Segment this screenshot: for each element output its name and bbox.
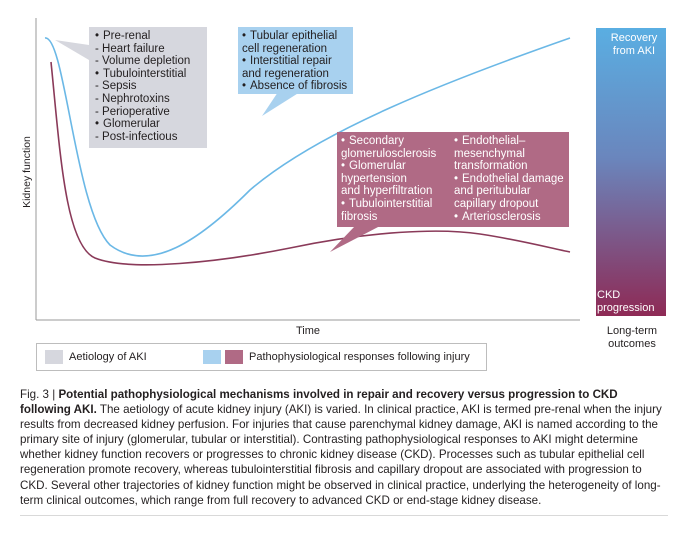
x-axis-label: Time [296, 325, 321, 337]
legend-label-responses: Pathophysiological responses following i… [249, 351, 470, 363]
bottom-rule [20, 515, 668, 516]
ckd-outcome-line: CKD [597, 289, 621, 301]
progression-line: •Glomerular [341, 160, 406, 173]
recovery-outcome-line: from AKI [612, 44, 656, 57]
aetiology-box-pointer [55, 40, 89, 60]
aetiology-subitem: - Heart failure [95, 42, 165, 55]
aetiology-list: •Pre-renal - Heart failure - Volume depl… [95, 30, 190, 143]
progression-curve [50, 61, 571, 266]
recovery-outcome-line: Recovery [610, 32, 658, 44]
aetiology-box [89, 27, 207, 148]
y-axis-label: Kidney function [21, 136, 33, 208]
progression-line: fibrosis [341, 210, 378, 223]
recovery-line: •Absence of fibrosis [242, 80, 348, 93]
aetiology-subitem: - Perioperative [95, 105, 170, 118]
progression-box [337, 132, 569, 227]
figure-title: Potential pathophysiological mechanisms … [20, 388, 618, 417]
legend-swatch-progression [225, 350, 243, 364]
recovery-outcome-label: Recovery from AKI [606, 32, 662, 57]
progression-line: mesenchymal [454, 147, 525, 160]
outcomes-line: Long-term [606, 325, 658, 337]
legend: Aetiology of AKI Pathophysiological resp… [36, 343, 487, 371]
figure-caption-body: The aetiology of acute kidney injury (AK… [20, 403, 662, 507]
progression-line: •Secondary [341, 135, 404, 147]
progression-line: hypertension [341, 172, 407, 185]
progression-line: and peritubular [454, 185, 531, 198]
outcome-gradient-bar [596, 28, 666, 316]
progression-line: glomerulosclerosis [341, 147, 437, 160]
aetiology-subitem: - Post-infectious [95, 130, 178, 143]
recovery-list: •Tubular epithelial cell regeneration •I… [242, 30, 347, 93]
aetiology-item: •Pre-renal [95, 30, 151, 42]
ckd-outcome-line: progression [597, 301, 655, 314]
ckd-outcome-label: CKD progression [597, 289, 665, 314]
progression-list-col1: •Secondary glomerulosclerosis •Glomerula… [341, 135, 436, 223]
recovery-line: •Tubular epithelial [242, 30, 338, 42]
figure-label: Fig. 3 | [20, 388, 59, 401]
recovery-box-pointer [262, 92, 300, 116]
recovery-line: •Interstitial repair [242, 55, 332, 68]
progression-line: capillary dropout [454, 197, 539, 210]
recovery-curve [44, 37, 571, 257]
outcomes-line: outcomes [608, 337, 656, 350]
legend-swatch-aetiology [45, 350, 63, 364]
progression-list-col2: •Endothelial– mesenchymal transformation… [454, 135, 564, 223]
progression-box-pointer [330, 226, 380, 252]
legend-swatch-recovery [203, 350, 221, 364]
aetiology-item: •Tubulointerstitial [95, 67, 187, 80]
progression-line: •Arteriosclerosis [454, 210, 541, 223]
progression-line: •Endothelial damage [454, 172, 564, 185]
recovery-line: and regeneration [242, 67, 329, 80]
legend-label-aetiology: Aetiology of AKI [69, 351, 147, 363]
progression-line: and hyperfiltration [341, 185, 433, 198]
aetiology-subitem: - Nephrotoxins [95, 92, 170, 105]
long-term-outcomes-label: Long-term outcomes [596, 325, 668, 350]
progression-line: transformation [454, 160, 528, 173]
aetiology-item: •Glomerular [95, 118, 160, 131]
progression-line: •Tubulointerstitial [341, 197, 433, 210]
recovery-box [238, 27, 353, 94]
aetiology-subitem: - Sepsis [95, 80, 137, 93]
progression-line: •Endothelial– [454, 135, 526, 147]
recovery-line: cell regeneration [242, 42, 328, 55]
figure-caption: Fig. 3 | Potential pathophysiological me… [20, 387, 670, 508]
aetiology-subitem: - Volume depletion [95, 55, 191, 68]
